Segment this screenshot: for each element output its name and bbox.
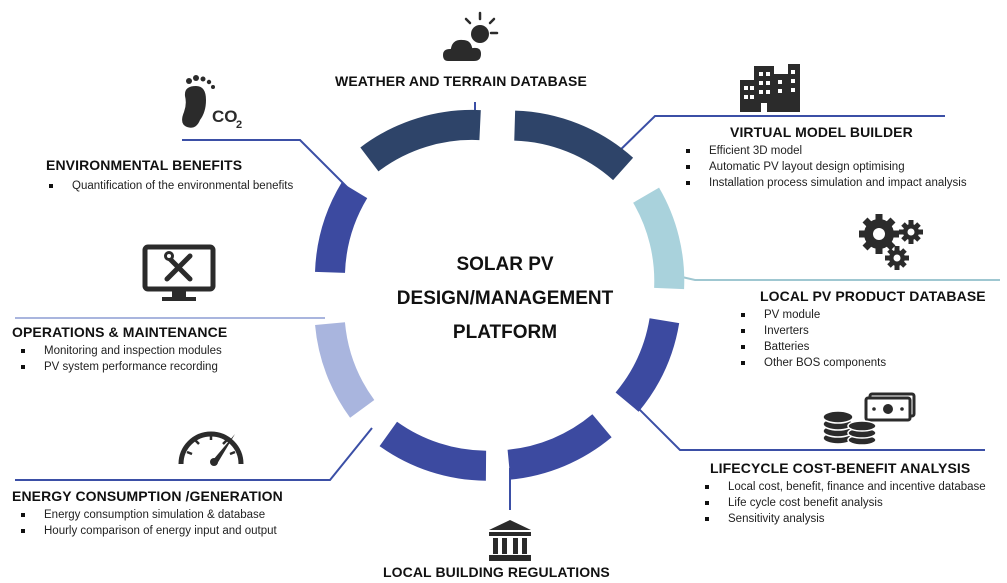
gauge-icon [178,431,244,466]
co2-footprint-icon: CO 2 [182,75,242,131]
cloud-sun-icon [440,11,499,63]
platform-ring [315,109,685,481]
connector-local-pv [659,271,1000,281]
center-title: SOLAR PV DESIGN/MANAGEMENT PLATFORM [355,248,655,350]
environmental-list: Quantification of the environmental bene… [46,178,316,194]
list-item: PV system performance recording [18,359,312,375]
government-building-icon [489,520,531,561]
local-pv-list: PV module Inverters Batteries Other BOS … [738,307,1006,371]
list-item: Local cost, benefit, finance and incenti… [702,479,1004,495]
monitor-tools-icon [142,244,216,301]
list-item: Monitoring and inspection modules [18,343,312,359]
node-weather: WEATHER AND TERRAIN DATABASE [335,73,587,89]
weather-title: WEATHER AND TERRAIN DATABASE [335,73,587,89]
building-title: LOCAL BUILDING REGULATIONS [383,564,610,580]
list-item: PV module [738,307,1006,323]
connector-energy [15,427,373,481]
node-virtual-model: VIRTUAL MODEL BUILDER Efficient 3D model… [683,124,983,191]
energy-title: ENERGY CONSUMPTION /GENERATION [12,488,283,504]
list-item: Efficient 3D model [683,143,983,159]
operations-list: Monitoring and inspection modules PV sys… [18,343,312,375]
list-item: Hourly comparison of energy input and ou… [18,523,352,539]
node-local-pv: LOCAL PV PRODUCT DATABASE PV module Inve… [736,288,1006,371]
ring-segment-environmental [315,182,368,274]
ring-segment-operations [315,321,375,418]
ring-segment-virtual-model [513,110,634,181]
connector-environmental [182,139,351,191]
operations-title: OPERATIONS & MAINTENANCE [12,324,228,340]
list-item: Installation process simulation and impa… [683,175,983,191]
connector-virtual-model [611,115,945,159]
center-title-line1: SOLAR PV [456,254,554,275]
coins-cash-icon [822,392,916,446]
list-item: Life cycle cost benefit analysis [702,495,1004,511]
connector-lifecycle [629,399,985,451]
list-item: Batteries [738,339,1006,355]
co2-label: CO [212,107,238,126]
ring-segment-building-right [507,414,612,480]
ring-segment-building-left [379,421,487,481]
local-pv-title: LOCAL PV PRODUCT DATABASE [760,288,986,304]
list-item: Automatic PV layout design optimising [683,159,983,175]
list-item: Inverters [738,323,1006,339]
node-operations: OPERATIONS & MAINTENANCE Monitoring and … [12,324,312,375]
node-lifecycle: LIFECYCLE COST-BENEFIT ANALYSIS Local co… [702,460,1004,527]
buildings-icon [740,64,800,112]
center-title-line2: DESIGN/MANAGEMENT [396,288,614,309]
list-item: Quantification of the environmental bene… [46,178,316,194]
environmental-title: ENVIRONMENTAL BENEFITS [46,157,243,173]
energy-list: Energy consumption simulation & database… [18,507,352,539]
list-item: Sensitivity analysis [702,511,1004,527]
gears-icon [859,214,923,270]
ring-segment-local-pv [632,187,685,290]
virtual-model-list: Efficient 3D model Automatic PV layout d… [683,143,983,191]
lifecycle-list: Local cost, benefit, finance and incenti… [702,479,1004,527]
lifecycle-title: LIFECYCLE COST-BENEFIT ANALYSIS [710,460,971,476]
ring-segment-lifecycle [615,317,680,412]
list-item: Energy consumption simulation & database [18,507,352,523]
virtual-model-title: VIRTUAL MODEL BUILDER [730,124,913,140]
ring-segment-weather [360,109,481,172]
center-title-line3: PLATFORM [452,322,558,343]
co2-subscript: 2 [236,119,242,131]
list-item: Other BOS components [738,355,1006,371]
node-energy: ENERGY CONSUMPTION /GENERATION Energy co… [12,488,352,539]
node-environmental: ENVIRONMENTAL BENEFITS Quantification of… [46,157,316,194]
node-building: LOCAL BUILDING REGULATIONS [383,564,610,580]
